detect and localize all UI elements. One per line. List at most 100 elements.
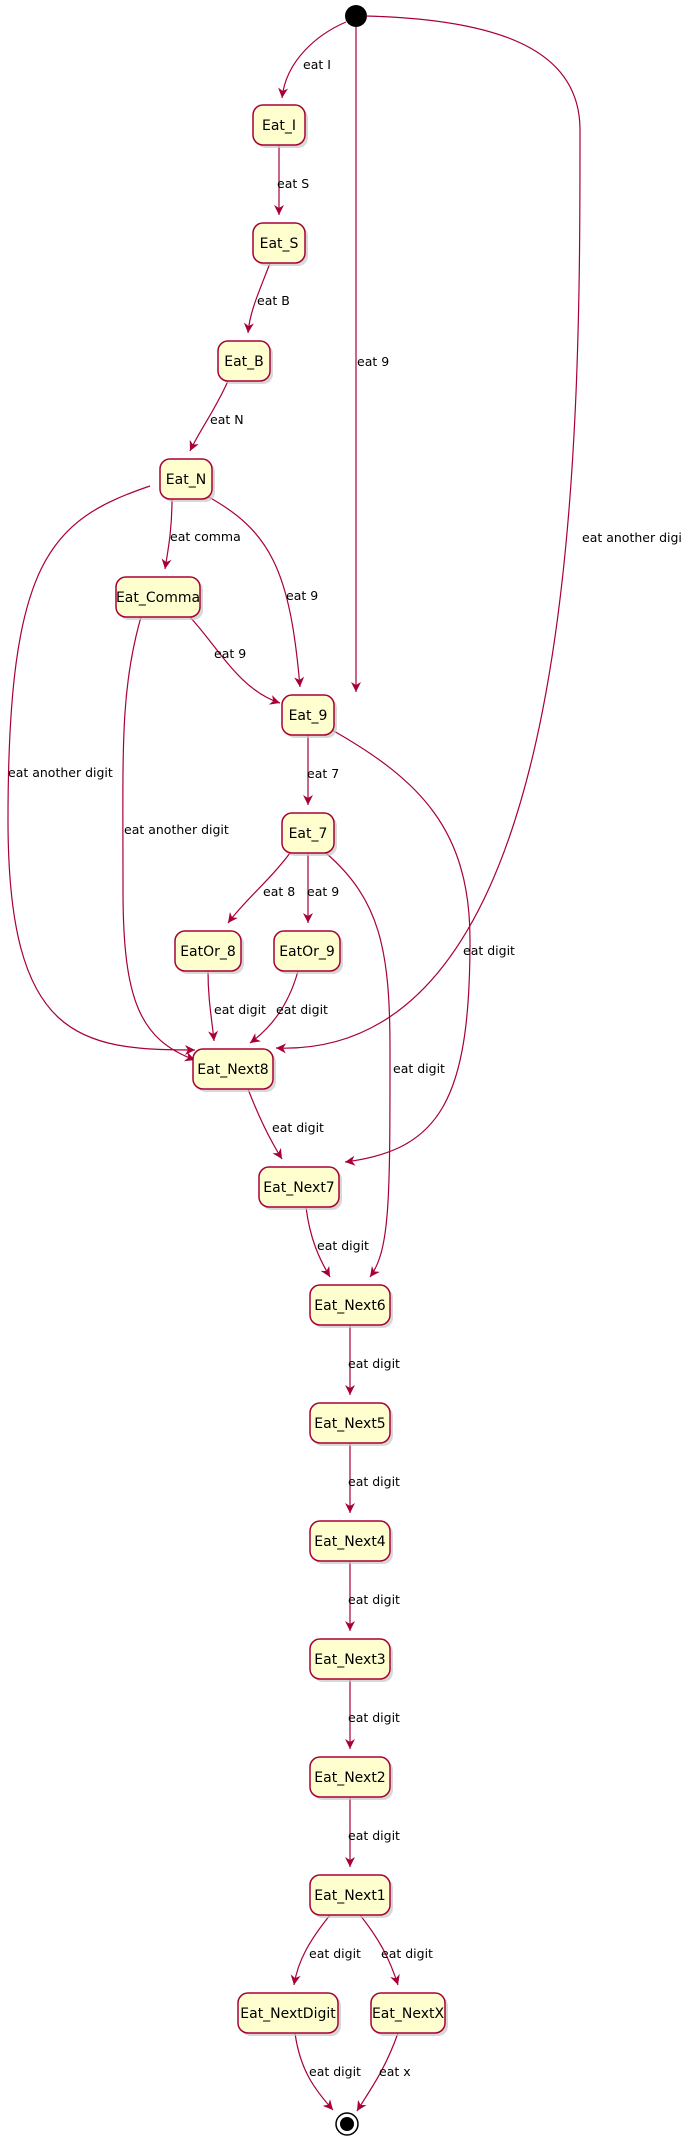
transition-comma-next8 [122,616,196,1062]
state-box [192,1048,274,1090]
edges-layer [7,15,581,2112]
state-label: Eat_NextDigit [240,2006,336,2022]
transition-label-next1-nextdigit: eat digit [309,1946,361,1961]
transition-label-n-comma: eat comma [170,529,241,544]
state-eator-8: EatOr_8 [174,930,244,974]
transition-label-next6-next5: eat digit [348,1356,400,1371]
transition-label-9-7: eat 7 [307,766,339,781]
transition-label-next1-nextx: eat digit [381,1946,433,1961]
state-box [273,930,341,972]
start-state [345,5,367,27]
transition-next8-next7 [247,1088,283,1160]
transition-label-or8-next8: eat digit [214,1002,266,1017]
transition-nextx-end [356,2032,399,2112]
transition-label-next4-next3: eat digit [348,1592,400,1607]
state-label: Eat_I [262,118,296,134]
transition-b-n [189,380,229,452]
state-label: Eat_9 [289,708,328,724]
state-eat-7: Eat_7 [281,812,337,856]
state-box [115,576,201,618]
transition-9-next7 [331,729,471,1166]
end-state [335,2112,359,2136]
transition-label-9-next7: eat digit [463,943,515,958]
state-eat-next7: Eat_Next7 [258,1166,342,1210]
state-label: Eat_7 [289,826,328,842]
state-box [309,1402,391,1444]
transition-label-7-or8: eat 8 [263,884,295,899]
transition-7-next6 [325,852,391,1278]
state-box [309,1638,391,1680]
transition-label-n-9: eat 9 [286,588,318,603]
state-label: Eat_S [260,236,299,252]
transition-label-comma-9: eat 9 [214,646,246,661]
state-box [174,930,242,972]
state-eat-next6: Eat_Next6 [309,1284,393,1328]
transition-label-next3-next2: eat digit [348,1710,400,1725]
state-box [159,458,213,500]
transition-start-next8 [275,15,581,1054]
transition-label-start-9: eat 9 [357,354,389,369]
transition-label-comma-next8: eat another digit [124,822,229,837]
state-eat-nextx: Eat_NextX [370,1992,448,2036]
transition-label-b-n: eat N [210,412,244,427]
state-eat-9: Eat_9 [281,694,337,738]
state-eat-next1: Eat_Next1 [309,1874,393,1918]
transition-label-next8-next7: eat digit [272,1120,324,1135]
state-label: Eat_NextX [372,2006,445,2022]
state-label: EatOr_8 [180,944,236,960]
state-label: Eat_Next6 [314,1298,386,1314]
transition-label-next5-next4: eat digit [348,1474,400,1489]
state-label: Eat_B [224,354,264,370]
transition-label-7-next6: eat digit [393,1061,445,1076]
transition-label-start-i: eat I [303,57,331,72]
transition-start-i [278,21,347,99]
state-eat-s: Eat_S [252,222,308,266]
state-eator-9: EatOr_9 [273,930,343,974]
state-eat-next8: Eat_Next8 [192,1048,276,1092]
state-box [252,222,306,264]
state-box [281,694,335,736]
state-eat-i: Eat_I [252,104,308,148]
state-box [217,340,271,382]
state-eat-next4: Eat_Next4 [309,1520,393,1564]
transition-label-n-next8: eat another digit [8,765,113,780]
nodes-layer: Eat_I Eat_S Eat_B Eat_N Eat_CommaEat_9Eat_7E… [115,104,448,2036]
state-eat-nextdigit: Eat_NextDigit [237,1992,341,2036]
state-label: Eat_Next5 [314,1416,385,1432]
transition-n-comma [161,498,173,570]
transition-label-next2-next1: eat digit [348,1828,400,1843]
state-eat-comma: Eat_Comma [115,576,203,620]
state-eat-n: Eat_N [159,458,215,502]
transition-next1-nextdigit [290,1914,331,1986]
transition-label-start-next8: eat another digit [582,530,682,545]
state-box [370,1992,446,2034]
state-label: Eat_Next3 [314,1652,385,1668]
transition-comma-9 [189,616,281,705]
transition-or8-next8 [207,970,219,1042]
state-label: Eat_Comma [116,590,200,606]
state-label: Eat_Next1 [314,1888,385,1904]
state-label: Eat_Next2 [314,1770,385,1786]
state-box [281,812,335,854]
state-label: Eat_N [166,472,206,488]
state-box [237,1992,339,2034]
transition-label-nextx-end: eat x [379,2064,411,2079]
state-box [309,1520,391,1562]
transition-next7-next6 [305,1206,331,1278]
state-eat-b: Eat_B [217,340,273,384]
transition-next1-nextx [359,1914,400,1986]
state-box [252,104,306,146]
transition-label-7-or9: eat 9 [307,884,339,899]
state-eat-next3: Eat_Next3 [309,1638,393,1682]
state-eat-next5: Eat_Next5 [309,1402,393,1446]
state-label: Eat_Next7 [263,1180,334,1196]
transition-or9-next8 [249,970,299,1044]
transition-7-or8 [227,852,291,924]
transition-s-b [243,262,271,334]
transition-label-i-s: eat S [277,176,309,191]
state-eat-next2: Eat_Next2 [309,1756,393,1800]
transition-label-next7-next6: eat digit [317,1238,369,1253]
state-label: EatOr_9 [279,944,335,960]
